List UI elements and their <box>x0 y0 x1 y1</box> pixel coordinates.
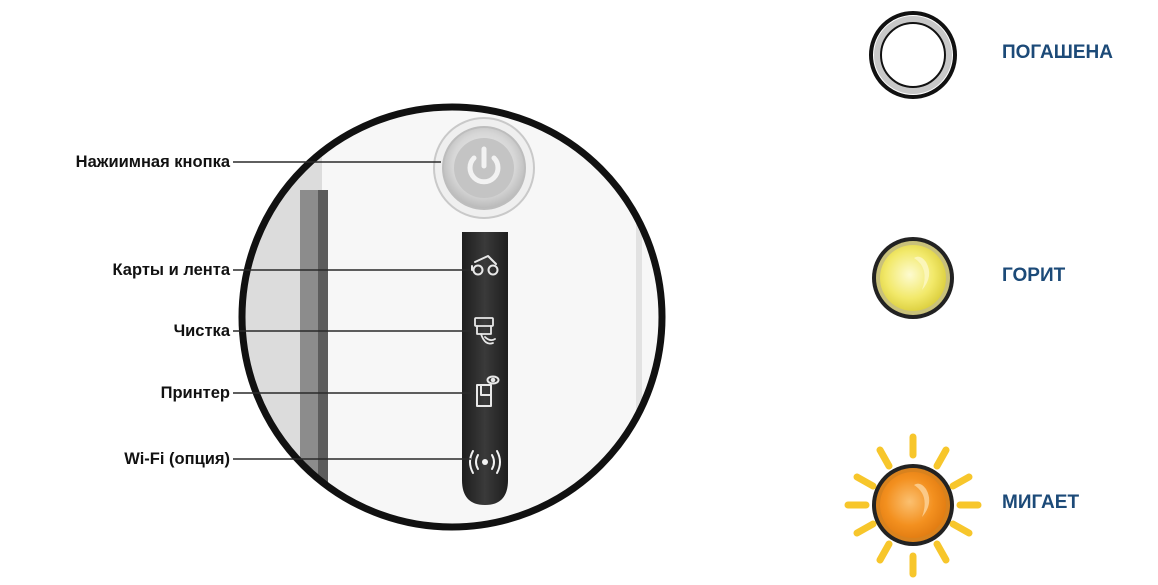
label-cleaning: Чистка <box>0 321 230 341</box>
label-wifi: Wi-Fi (опция) <box>0 449 230 469</box>
label-power-button: Нажиимная кнопка <box>0 152 230 172</box>
led-blinking-icon <box>848 437 978 574</box>
label-cards-ribbon: Карты и лента <box>0 260 230 280</box>
power-button[interactable] <box>434 118 534 218</box>
legend-label-off: ПОГАШЕНА <box>1002 42 1113 64</box>
legend-label-blinking: МИГАЕТ <box>1002 492 1079 514</box>
legend-label-on: ГОРИТ <box>1002 265 1065 287</box>
led-on-icon <box>872 237 954 319</box>
led-off-icon <box>871 13 955 97</box>
label-printer: Принтер <box>0 383 230 403</box>
